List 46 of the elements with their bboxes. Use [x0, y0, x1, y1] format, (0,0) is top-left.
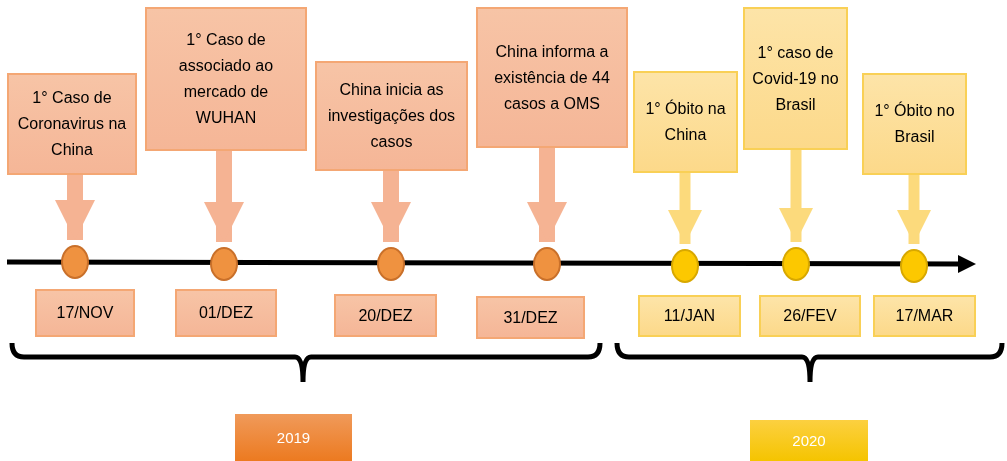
timeline-marker-circle — [377, 247, 405, 281]
date-box — [334, 294, 437, 337]
date-box — [759, 295, 861, 337]
block-arrow — [668, 173, 702, 244]
event-text: 1° Óbito na China — [644, 98, 727, 145]
date-box — [873, 295, 976, 337]
block-arrow — [371, 171, 411, 242]
date-box — [175, 289, 277, 337]
event-text: 1° caso de Covid-19 no Brasil — [751, 42, 840, 115]
timeline-marker-circle — [61, 245, 89, 279]
event-text: 1° Óbito no Brasil — [873, 100, 956, 147]
timeline-marker-circle — [671, 249, 699, 283]
year-text: 2019 — [276, 429, 311, 446]
event-callout-box — [633, 71, 738, 173]
date-text: 31/DEZ — [503, 308, 558, 327]
block-arrow — [779, 150, 813, 242]
event-callout-box — [7, 73, 137, 175]
year-box — [750, 420, 868, 461]
event-callout-box — [743, 7, 848, 150]
block-arrow — [527, 148, 567, 242]
date-text: 11/JAN — [663, 307, 716, 325]
timeline-marker-circle — [782, 247, 810, 281]
timeline-marker-circle — [210, 247, 238, 281]
date-text: 26/FEV — [783, 307, 837, 325]
event-callout-box — [862, 73, 967, 175]
event-callout-box — [476, 7, 628, 148]
event-callout-box — [315, 61, 468, 171]
event-text: 1° Caso de Coronavirus na China — [16, 88, 128, 160]
event-text: 1° Caso de associado ao mercado de WUHAN — [177, 30, 275, 128]
year-box — [235, 414, 352, 461]
date-text: 17/MAR — [895, 307, 954, 325]
date-text: 20/DEZ — [358, 306, 413, 325]
date-text: 01/DEZ — [198, 304, 254, 322]
block-arrow — [897, 175, 931, 244]
date-box — [35, 289, 135, 337]
date-box — [476, 296, 585, 339]
date-text: 17/NOV — [56, 304, 114, 322]
year-text: 2020 — [792, 432, 826, 449]
event-text: China inicia as investigações dos casos — [326, 80, 457, 152]
timeline-marker-circle — [900, 249, 928, 283]
block-arrow — [204, 151, 244, 242]
event-text: China informa a existência de 44 casos a OMS — [493, 41, 611, 114]
event-callout-box — [145, 7, 307, 151]
date-box — [638, 295, 741, 337]
timeline-marker-circle — [533, 247, 561, 281]
block-arrow — [55, 175, 95, 240]
